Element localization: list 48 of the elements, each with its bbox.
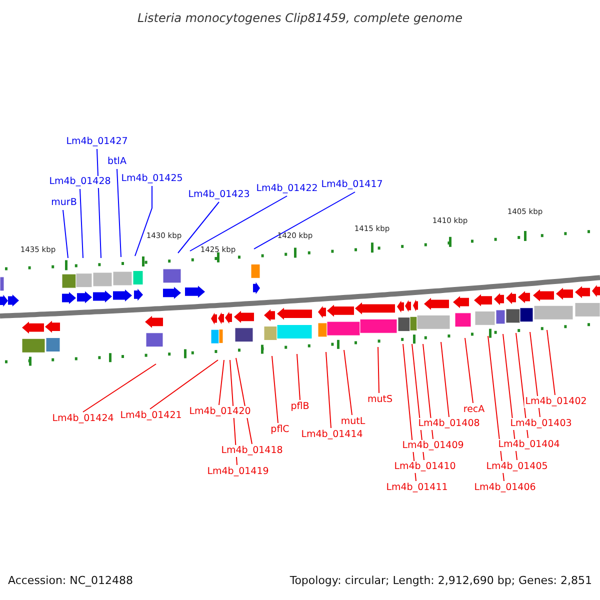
gene-label: Lm4b_01408 <box>417 418 481 430</box>
leader-line <box>464 338 474 404</box>
leader-line <box>116 168 122 258</box>
leader-line <box>546 330 556 396</box>
gene-label: Lm4b_01418 <box>220 445 284 457</box>
gene-label: Lm4b_01425 <box>120 173 184 185</box>
leader-line <box>344 350 352 416</box>
leader-line <box>422 344 434 440</box>
leader-line <box>96 148 102 258</box>
topology-text: Topology: circular; Length: 2,912,690 bp; Genes: 2,851 <box>290 575 592 587</box>
leader-line <box>440 342 450 418</box>
leader-line <box>254 192 356 250</box>
gene-label: pflC <box>270 424 290 436</box>
accession-text: Accession: NC_012488 <box>8 575 134 587</box>
leader-line <box>326 352 332 428</box>
gene-label: Lm4b_01404 <box>497 439 561 451</box>
gene-label: Lm4b_01420 <box>188 406 252 418</box>
gene-label: Lm4b_01421 <box>119 410 183 422</box>
leader-line <box>218 360 224 406</box>
gene-label: Lm4b_01423 <box>187 189 251 201</box>
leader-line <box>272 356 278 424</box>
gene-label: Lm4b_01403 <box>509 418 573 430</box>
leader-line <box>530 332 540 418</box>
gene-label: pflB <box>290 401 310 413</box>
gene-label: Lm4b_01411 <box>385 482 449 494</box>
leader-line <box>296 354 300 400</box>
leader-line <box>516 332 528 438</box>
gene-label: Lm4b_01417 <box>320 179 384 191</box>
gene-label: Lm4b_01402 <box>524 396 588 408</box>
gene-label: Lm4b_01428 <box>48 176 112 188</box>
gene-label: Lm4b_01422 <box>255 183 319 195</box>
leader-line <box>134 186 152 256</box>
leader-line <box>82 364 156 412</box>
leader-line <box>62 210 68 258</box>
gene-label: Lm4b_01424 <box>51 413 115 425</box>
leader-line <box>80 188 84 258</box>
leader-line <box>150 360 218 410</box>
gene-label: Lm4b_01427 <box>65 136 129 148</box>
gene-label: Lm4b_01414 <box>300 429 364 441</box>
leader-line <box>178 202 220 254</box>
leader-line <box>378 346 380 394</box>
gene-label: Lm4b_01410 <box>393 461 457 473</box>
gene-label: Lm4b_01419 <box>206 466 270 478</box>
leader-line <box>190 196 288 252</box>
title: Listeria monocytogenes Clip81459, complete genome <box>138 12 462 24</box>
gene-label: Lm4b_01409 <box>401 440 465 452</box>
gene-label: Lm4b_01406 <box>473 482 537 494</box>
gene-label: Lm4b_01405 <box>485 461 549 473</box>
